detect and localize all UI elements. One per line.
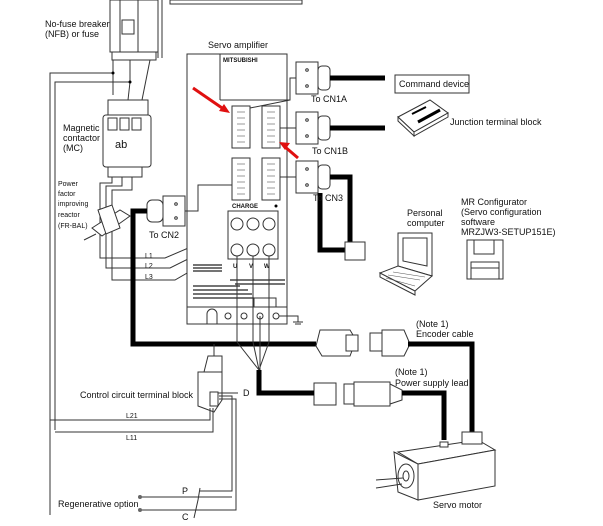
terminal-u: U	[233, 264, 237, 270]
servo-motor	[375, 431, 497, 501]
power-factor-reactor	[83, 204, 131, 241]
junction-block-label: Junction terminal block	[450, 117, 542, 127]
mc-label-3: (MC)	[63, 143, 83, 153]
servo-motor-label: Servo motor	[433, 500, 482, 510]
servo-amplifier-label: Servo amplifier	[208, 40, 268, 50]
brand-label: MITSUBISHI	[223, 58, 258, 64]
command-device-box	[394, 74, 470, 94]
cn2-label: To CN2	[149, 230, 179, 240]
personal-computer	[344, 232, 434, 296]
junction-terminal-block	[397, 99, 449, 138]
control-circuit-terminal-block	[197, 344, 223, 413]
mc-label-2: contactor	[63, 133, 100, 143]
nfb-label-1: No-fuse breaker	[45, 19, 110, 29]
power-supply-connector	[313, 381, 403, 407]
pc-label-2: computer	[407, 218, 445, 228]
cn3-plug[interactable]	[295, 160, 331, 194]
encoder-cable-connector	[315, 329, 411, 357]
cn2-plug[interactable]	[146, 195, 186, 227]
cn1b-plug[interactable]	[295, 111, 331, 145]
charge-label: CHARGE	[232, 204, 258, 210]
magnetic-contactor: ab	[102, 99, 152, 178]
mr-config-label-2: (Servo configuration	[461, 207, 542, 217]
cn1a-plug[interactable]	[295, 61, 331, 95]
pc-label-1: Personal	[407, 208, 443, 218]
mc-label-1: Magnetic	[63, 123, 100, 133]
wire-l11: L11	[126, 435, 137, 442]
wire-l3: L3	[145, 274, 153, 281]
mr-config-label-4: MRZJW3-SETUP151E)	[461, 227, 556, 237]
mr-config-label-3: software	[461, 217, 495, 227]
cn1a-label: To CN1A	[311, 94, 347, 104]
power-lead-note: (Note 1)	[395, 367, 428, 377]
wire-l2: L2	[145, 263, 153, 270]
command-device-label: Command device	[399, 79, 469, 89]
terminal-v: V	[249, 264, 253, 270]
floppy-disk-icon	[466, 239, 504, 280]
terminal-p: P	[182, 486, 188, 496]
mr-config-label-1: MR Configurator	[461, 197, 527, 207]
power-lead-label: Power supply lead	[395, 378, 469, 388]
cn1b-connector[interactable]	[261, 105, 281, 149]
cn3-label: To CN3	[313, 193, 343, 203]
highlight-arrow-cn1a	[192, 86, 226, 112]
reactor-label-4: reactor	[58, 212, 80, 219]
terminal-w: W	[264, 264, 270, 270]
control-block-label: Control circuit terminal block	[80, 390, 194, 400]
encoder-note: (Note 1)	[416, 319, 449, 329]
cn3-connector[interactable]	[261, 157, 281, 201]
nfb-label-2: (NFB) or fuse	[45, 29, 99, 39]
reactor-label-5: (FR-BAL)	[58, 223, 88, 230]
reactor-label-1: Power	[58, 181, 79, 188]
terminal-d: D	[243, 388, 250, 398]
regen-label: Regenerative option	[58, 499, 139, 509]
cn1b-label: To CN1B	[312, 146, 348, 156]
wire-l21: L21	[126, 413, 138, 420]
wire-l1: L1	[145, 253, 153, 260]
encoder-cable-label: Encoder cable	[416, 329, 474, 339]
reactor-label-2: factor	[58, 191, 76, 198]
cn1a-connector[interactable]	[231, 105, 251, 149]
cn2-connector[interactable]	[231, 157, 251, 201]
reactor-label-3: improving	[58, 201, 88, 208]
terminal-c: C	[182, 512, 189, 522]
nfb-breaker	[109, 0, 163, 61]
svg-text:ab: ab	[115, 139, 127, 151]
